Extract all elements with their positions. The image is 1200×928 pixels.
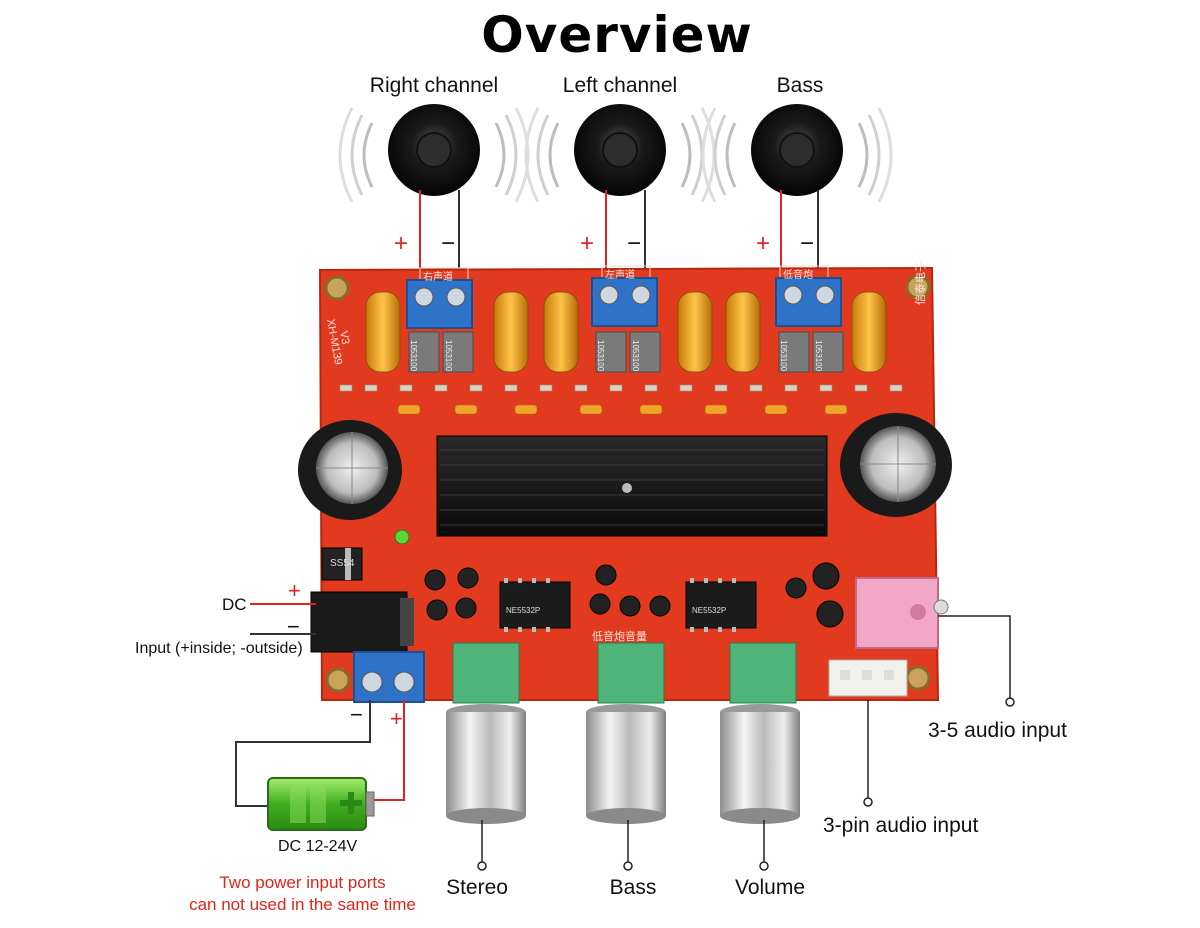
warning-note: Two power input ports can not used in th… [170,872,435,916]
silk-right-channel: 右声道 [423,272,453,283]
silk-left-channel: 左声道 [605,270,635,281]
inductor-code: 1053100 [596,340,605,372]
inductor-code: 1053100 [631,340,640,372]
page-title: Overview [481,6,753,64]
label-bass-speaker: Bass [776,74,824,97]
inductor-code: 1053100 [444,340,453,372]
silk-bass: 低音炮 [783,270,813,281]
inductor-code: 1053100 [814,340,823,372]
battery-plus: + [390,706,403,731]
silk-maker: 信泰电子 [915,261,927,305]
speaker-left-channel [524,104,716,203]
label-audio-35: 3-5 audio input [928,719,1067,742]
polarity-minus-bass: − [800,230,815,257]
silk-version: V3 [337,330,352,346]
silk-knobs: 低音炮音量 [592,631,647,643]
dc-plus: + [288,578,301,603]
battery-wires [235,700,405,807]
polarity-plus-right: + [394,230,409,257]
warning-line-2: can not used in the same time [189,895,416,914]
knob-stereo[interactable] [446,704,526,824]
label-knob-bass: Bass [609,876,657,899]
audio-leaders [863,615,1015,807]
speaker-bass [701,104,893,203]
knob-leaders [477,820,769,871]
dc-minus: − [287,614,300,639]
diode-label: SS54 [330,558,355,569]
polarity-plus-bass: + [756,230,771,257]
polarity-plus-left: + [580,230,595,257]
label-audio-3pin: 3-pin audio input [823,814,979,837]
label-knob-volume: Volume [734,876,806,899]
label-knob-stereo: Stereo [446,876,508,899]
dc-input-leaders [250,603,316,635]
label-dc: DC [222,595,247,614]
warning-line-1: Two power input ports [219,873,386,892]
inductor-code: 1053100 [779,340,788,372]
chip-left: NE5532P [506,606,541,615]
label-right-channel: Right channel [369,74,499,97]
label-left-channel: Left channel [562,74,678,97]
pcb-board [298,265,952,704]
battery-minus: − [350,702,363,727]
speaker-right-channel [338,104,530,203]
knob-volume[interactable] [720,704,800,824]
label-dc-input: Input (+inside; -outside) [135,640,303,657]
inductor-code: 1053100 [409,340,418,372]
battery-icon [267,777,375,831]
polarity-minus-left: − [627,230,642,257]
polarity-minus-right: − [441,230,456,257]
label-battery-voltage: DC 12-24V [278,838,358,855]
knob-bass[interactable] [586,704,666,824]
chip-right: NE5532P [692,606,727,615]
